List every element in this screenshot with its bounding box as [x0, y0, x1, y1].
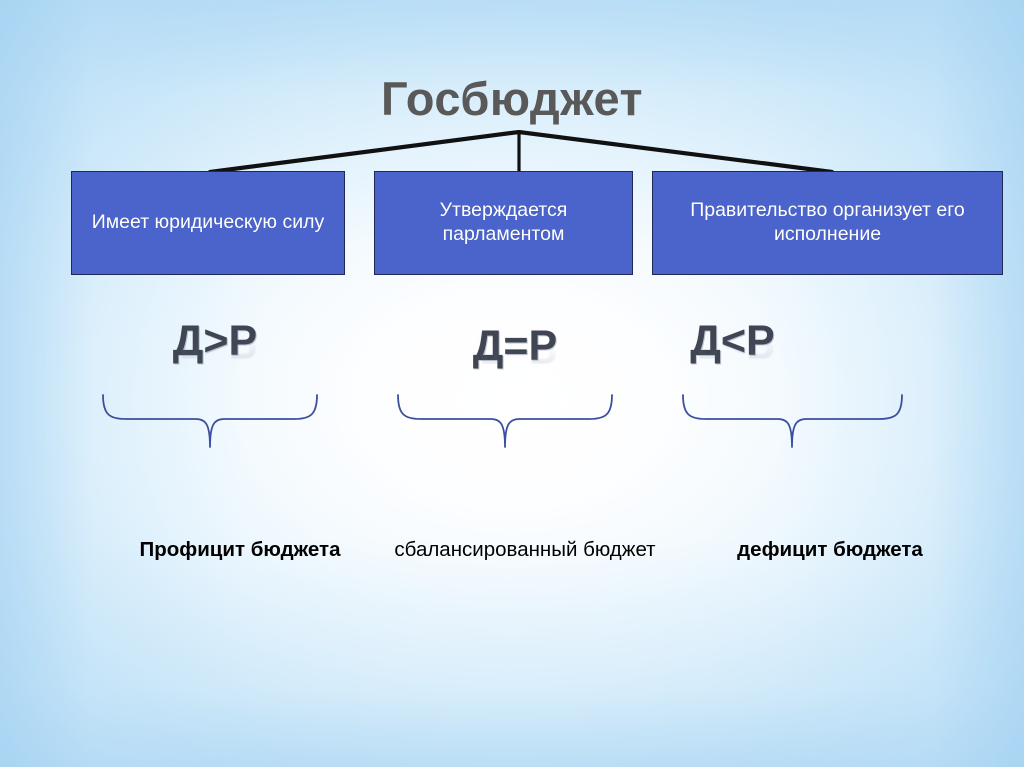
- formula-deficit: Д<Р Д<Р: [640, 317, 825, 430]
- box-government-executes-label: Правительство организует его исполнение: [690, 199, 965, 245]
- formula-deficit-text: Д<Р: [690, 317, 775, 365]
- box-approved-parliament-label: Утверждается парламентом: [439, 199, 568, 245]
- box-approved-parliament: Утверждается парламентом: [374, 171, 633, 275]
- caption-surplus: Профицит бюджета: [139, 538, 341, 561]
- box-government-executes: Правительство организует его исполнение: [652, 171, 1003, 275]
- formula-balanced-text: Д=Р: [472, 322, 558, 370]
- caption-deficit: дефицит бюджета: [737, 538, 923, 561]
- chevron-connector-icon: [207, 130, 835, 175]
- page-title: Госбюджет: [380, 72, 644, 125]
- formula-surplus: Д>Р Д>Р: [100, 317, 330, 430]
- formula-balanced: Д=Р Д=Р: [400, 322, 630, 435]
- curly-brace-down-icon: [397, 394, 613, 448]
- curly-brace-down-icon: [102, 394, 318, 448]
- formula-balanced-reflection: Д=Р: [472, 324, 558, 372]
- formula-deficit-reflection: Д<Р: [690, 319, 775, 367]
- box-legal-force: Имеет юридическую силу: [71, 171, 345, 275]
- curly-brace-down-icon: [682, 394, 903, 448]
- formula-surplus-text: Д>Р: [172, 317, 258, 365]
- box-legal-force-label: Имеет юридическую силу: [91, 211, 325, 234]
- caption-balanced: сбалансированный бюджет: [394, 538, 656, 561]
- formula-surplus-reflection: Д>Р: [172, 319, 258, 367]
